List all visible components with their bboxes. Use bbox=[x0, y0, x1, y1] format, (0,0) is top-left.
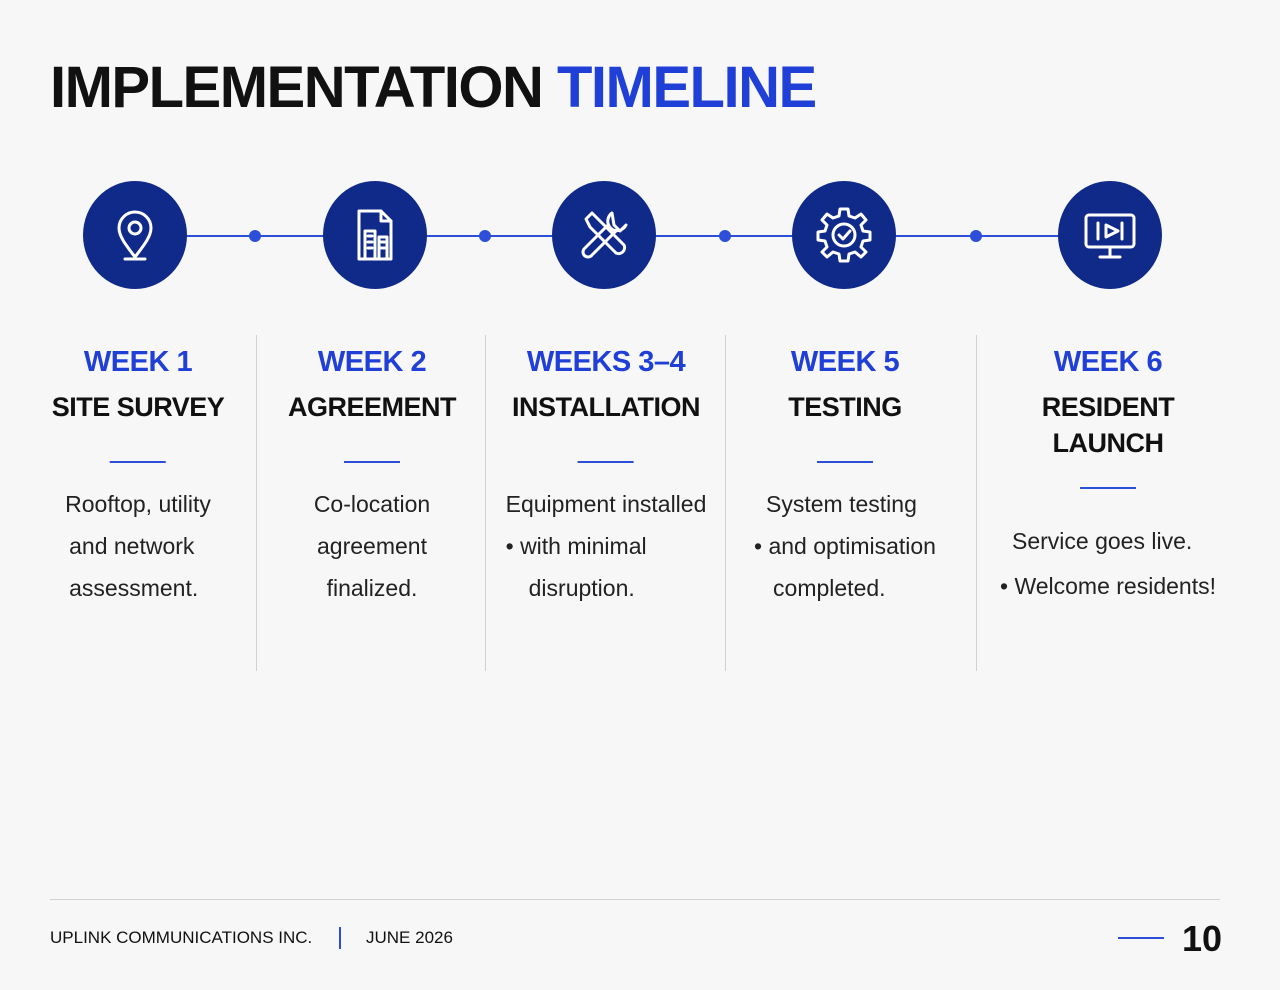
timeline-dot bbox=[479, 230, 491, 242]
gear-check-icon bbox=[816, 207, 872, 263]
step-week-label: WEEK 1 bbox=[83, 346, 193, 378]
step-accent-line bbox=[577, 461, 634, 463]
timeline-step-week-6: WEEK 6 RESIDENT LAUNCH Service goes live… bbox=[1000, 340, 1216, 609]
step-description: Equipment installed • with minimal disru… bbox=[506, 483, 707, 609]
page-number-accent bbox=[1118, 937, 1164, 939]
timeline-node-weeks-3-4 bbox=[552, 181, 656, 289]
timeline-step-week-1: WEEK 1 SITE SURVEY Rooftop, utility and … bbox=[52, 340, 225, 609]
step-phase-title: SITE SURVEY bbox=[51, 392, 225, 422]
step-phase-title: AGREEMENT bbox=[287, 392, 457, 422]
step-description-line: Co-location bbox=[313, 491, 431, 517]
page-title: IMPLEMENTATION TIMELINE bbox=[50, 54, 817, 122]
timeline-step-week-5: WEEK 5 TESTING System testing • and opti… bbox=[754, 340, 936, 609]
step-week-label: WEEK 5 bbox=[790, 346, 900, 378]
step-accent-line bbox=[110, 461, 166, 463]
footer-divider bbox=[50, 899, 1220, 900]
step-description-line: Rooftop, utility bbox=[65, 491, 211, 517]
step-description-line: • Welcome residents! bbox=[1000, 573, 1216, 599]
step-description-line: • with minimal bbox=[505, 533, 647, 559]
step-description-line: and network bbox=[69, 533, 195, 559]
column-divider bbox=[976, 335, 977, 671]
column-divider bbox=[485, 335, 486, 671]
step-description-line: completed. bbox=[773, 575, 886, 601]
timeline-node-week-6 bbox=[1058, 181, 1162, 289]
location-pin-icon bbox=[117, 210, 153, 261]
footer-separator bbox=[339, 927, 341, 949]
step-week-label: WEEK 2 bbox=[317, 346, 427, 378]
step-phase-title: LAUNCH bbox=[1052, 428, 1164, 458]
step-description: System testing • and optimisation comple… bbox=[754, 483, 936, 609]
step-description-line: Service goes live. bbox=[1012, 528, 1193, 554]
footer-date: JUNE 2026 bbox=[366, 928, 453, 947]
building-document-icon bbox=[357, 209, 393, 261]
page-number: 10 bbox=[1182, 918, 1223, 959]
timeline-node-week-5 bbox=[792, 181, 896, 289]
step-phase-title: INSTALLATION bbox=[512, 392, 700, 422]
step-description-line: assessment. bbox=[69, 575, 199, 601]
timeline-dot bbox=[719, 230, 731, 242]
step-description-line: • and optimisation bbox=[754, 533, 936, 559]
step-description-line: System testing bbox=[766, 491, 917, 517]
step-phase-title: TESTING bbox=[788, 392, 902, 422]
step-accent-line bbox=[817, 461, 873, 463]
timeline-step-weeks-3-4: WEEKS 3–4 INSTALLATION Equipment install… bbox=[506, 340, 707, 609]
title-part-2: TIMELINE bbox=[557, 55, 817, 120]
tools-icon bbox=[581, 211, 628, 259]
step-description: Co-location agreement finalized. bbox=[314, 483, 430, 609]
timeline-dot bbox=[970, 230, 982, 242]
step-accent-line bbox=[343, 461, 400, 463]
step-description-line: agreement bbox=[317, 533, 427, 559]
step-description-line: finalized. bbox=[326, 575, 418, 601]
timeline-dot bbox=[249, 230, 261, 242]
footer-company-name: UPLINK COMMUNICATIONS INC. bbox=[50, 928, 313, 947]
step-description: Rooftop, utility and network assessment. bbox=[65, 483, 211, 609]
step-phase-title: RESIDENT bbox=[1041, 392, 1175, 422]
timeline-node-week-1 bbox=[83, 181, 187, 289]
monitor-play-icon bbox=[1084, 213, 1136, 259]
title-part-1: IMPLEMENTATION bbox=[50, 55, 544, 120]
step-accent-line bbox=[1079, 487, 1136, 489]
step-week-label: WEEKS 3–4 bbox=[526, 346, 686, 378]
step-description-line: disruption. bbox=[528, 575, 635, 601]
timeline-node-week-2 bbox=[323, 181, 427, 289]
column-divider bbox=[256, 335, 257, 671]
step-description: Service goes live. • Welcome residents! bbox=[1000, 519, 1216, 609]
step-week-label: WEEK 6 bbox=[1053, 346, 1163, 378]
column-divider bbox=[725, 335, 726, 671]
timeline-step-week-2: WEEK 2 AGREEMENT Co-location agreement f… bbox=[287, 340, 457, 609]
step-description-line: Equipment installed bbox=[505, 491, 707, 517]
